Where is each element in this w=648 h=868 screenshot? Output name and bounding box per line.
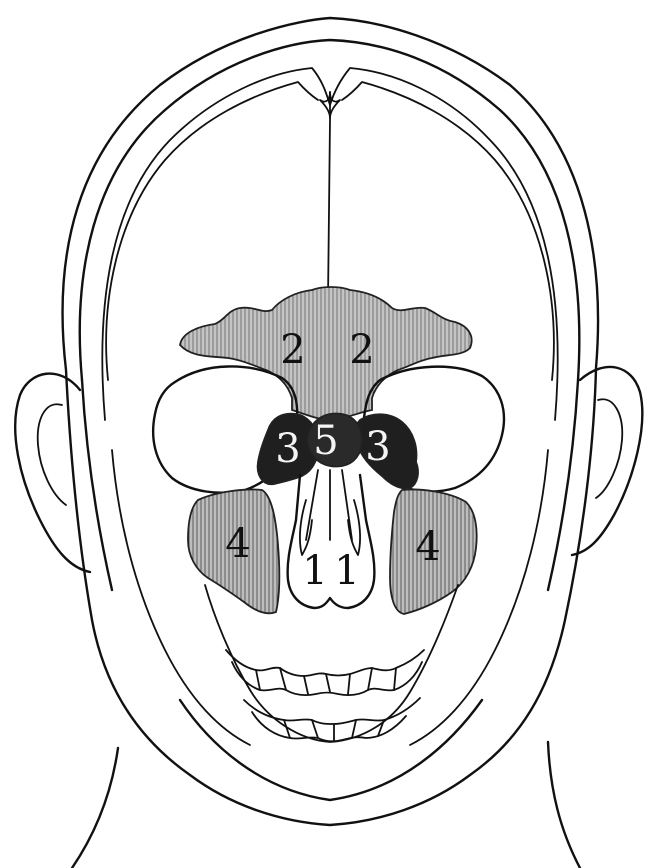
label-ethmoid-sinus-right: 3 (365, 424, 390, 470)
nasal-cavity-inner-right (348, 500, 360, 555)
skull-outer-left-lower (82, 380, 112, 590)
neck-left-outline (72, 748, 118, 868)
label-nasal-cavity-right: 1 (334, 548, 359, 594)
neck-right-outline (548, 742, 580, 868)
frontal-sinus (180, 287, 472, 420)
teeth-lower (244, 698, 420, 741)
label-sphenoid-sinus: 5 (313, 418, 338, 464)
label-maxillary-sinus-right: 4 (415, 524, 440, 570)
midline-falx (328, 92, 330, 300)
label-frontal-sinus-left: 2 (280, 327, 305, 373)
label-maxillary-sinus-left: 4 (225, 521, 250, 567)
right-ear-inner (596, 399, 622, 498)
chin-outline (180, 700, 482, 800)
teeth-upper (226, 650, 424, 695)
nasal-septum-right (342, 470, 352, 540)
label-nasal-cavity-left: 1 (302, 548, 327, 594)
label-frontal-sinus-right: 2 (349, 327, 374, 373)
nasal-septum-left (306, 470, 318, 540)
left-ear (15, 374, 90, 572)
nasal-cavity-inner-left (300, 500, 312, 555)
label-ethmoid-sinus-left: 3 (275, 426, 300, 472)
left-ear-inner (38, 404, 66, 505)
